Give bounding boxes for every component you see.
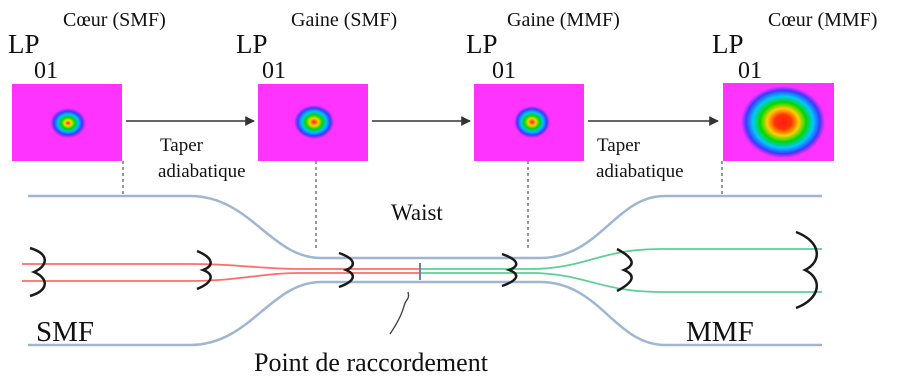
mode-label-4: LP Cœur (MMF) 01: [712, 9, 877, 84]
cladding-bottom-edge: [28, 280, 822, 347]
mode-label-subscript: 01: [492, 58, 516, 84]
mode-image-smf-cladding: [258, 84, 368, 161]
mode-label-subscript: 01: [738, 58, 762, 84]
mode-label-subscript: 01: [34, 58, 58, 84]
mode-profile-2: [196, 249, 212, 291]
mode-profile-5: [616, 247, 633, 293]
arrow-1-label-line1: Taper: [160, 135, 204, 156]
mode-image-mmf-cladding: [474, 84, 584, 161]
arrow-3-label-line2: adiabatique: [596, 161, 684, 182]
mode-label-main: LP: [236, 29, 268, 59]
splice-point-pointer: [389, 291, 410, 335]
mode-profile-3: [338, 251, 354, 289]
cladding-top-edge: [28, 194, 822, 260]
mode-label-main: LP: [466, 29, 498, 59]
smf-core-bottom: [22, 272, 420, 282]
smf-core-top: [22, 263, 420, 270]
mmf-label: MMF: [686, 316, 754, 348]
arrow-1-label-line2: adiabatique: [158, 161, 246, 182]
mode-label-superscript: Cœur (SMF): [63, 9, 166, 31]
mode-image-mmf-core: [723, 83, 834, 161]
mode-label-superscript: Gaine (MMF): [507, 9, 620, 31]
mode-image-smf-core: [12, 84, 122, 161]
mode-label-superscript: Cœur (MMF): [768, 9, 877, 31]
splice-point-label: Point de raccordement: [254, 348, 489, 377]
mode-label-main: LP: [712, 29, 744, 59]
mode-label-main: LP: [8, 29, 40, 59]
mmf-core-top: [420, 248, 822, 270]
mmf-core-bottom: [420, 272, 822, 293]
mode-label-superscript: Gaine (SMF): [291, 9, 397, 31]
mode-label-3: LP Gaine (MMF) 01: [466, 9, 620, 84]
mode-profile-6: [795, 230, 819, 310]
mode-profile-1: [29, 246, 46, 298]
mode-label-subscript: 01: [262, 58, 286, 84]
smf-label: SMF: [36, 316, 94, 348]
arrow-3-label-line1: Taper: [597, 135, 641, 156]
waist-label: Waist: [391, 200, 443, 225]
mode-profile-4: [501, 252, 518, 288]
mode-label-2: LP Gaine (SMF) 01: [236, 9, 397, 84]
mode-label-1: LP Cœur (SMF) 01: [8, 9, 166, 84]
